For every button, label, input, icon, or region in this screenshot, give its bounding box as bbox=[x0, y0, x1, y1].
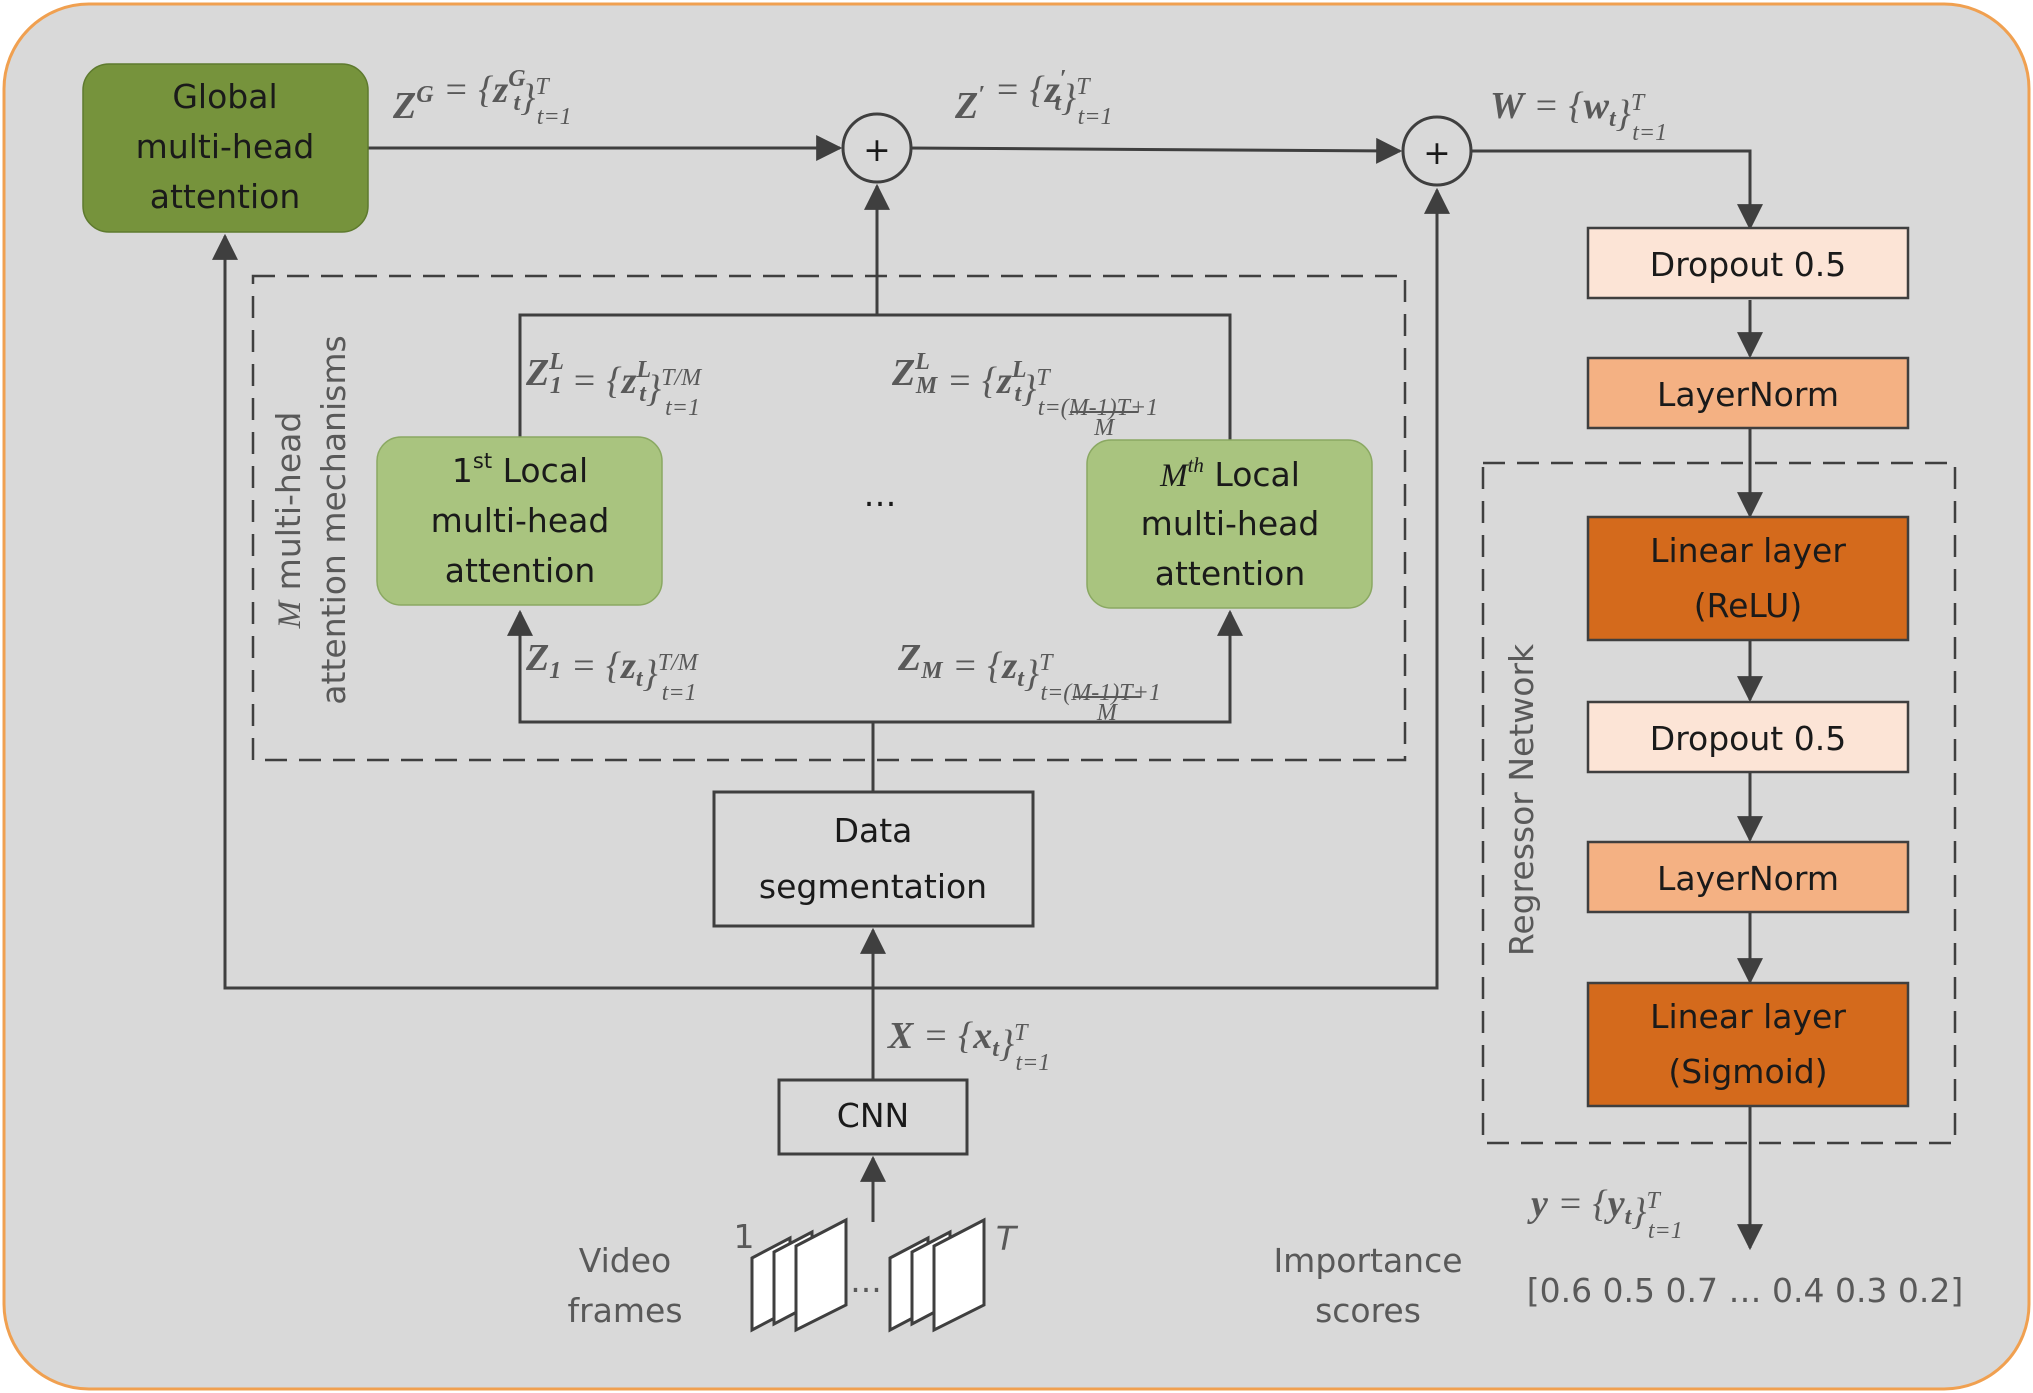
sum-node-1: + bbox=[841, 112, 913, 184]
svg-text:+: + bbox=[1423, 133, 1451, 172]
svg-text:CNN: CNN bbox=[837, 1096, 909, 1135]
edge-segmentation-to-mth bbox=[873, 609, 1243, 724]
svg-text:T: T bbox=[996, 1219, 1019, 1258]
svg-text:[0.6 0.5 0.7 … 0.4 0.3 0.2]: [0.6 0.5 0.7 … 0.4 0.3 0.2] bbox=[1527, 1271, 1964, 1310]
sum-node-2: + bbox=[1401, 115, 1473, 187]
mth-local-attention-node: Mth Local multi-head attention bbox=[1086, 439, 1373, 609]
svg-text:+: + bbox=[863, 130, 891, 169]
video-frames: Video frames ... 1 T bbox=[567, 1217, 1019, 1333]
svg-text:1: 1 bbox=[734, 1217, 755, 1256]
dropout-2-node: Dropout 0.5 bbox=[1586, 700, 1910, 774]
frame-stack-first bbox=[750, 1217, 848, 1333]
svg-text:Dropout 0.5: Dropout 0.5 bbox=[1650, 719, 1846, 758]
svg-text:Importance: Importance bbox=[1273, 1241, 1462, 1280]
svg-text:Global: Global bbox=[172, 77, 277, 116]
dropout-1-node: Dropout 0.5 bbox=[1586, 226, 1910, 300]
svg-text:(Sigmoid): (Sigmoid) bbox=[1668, 1052, 1827, 1091]
svg-text:multi-head: multi-head bbox=[1141, 504, 1320, 543]
edge-sum1-to-sum2 bbox=[904, 137, 1403, 164]
layernorm-2-node: LayerNorm bbox=[1586, 840, 1910, 914]
svg-text:attention: attention bbox=[445, 551, 596, 590]
svg-text:LayerNorm: LayerNorm bbox=[1657, 859, 1839, 898]
svg-text:scores: scores bbox=[1315, 1291, 1421, 1330]
svg-text:Linear layer: Linear layer bbox=[1650, 531, 1846, 570]
fraction-denominator-zm: M bbox=[1096, 700, 1119, 726]
svg-text:segmentation: segmentation bbox=[759, 867, 987, 906]
svg-text:Dropout 0.5: Dropout 0.5 bbox=[1650, 245, 1846, 284]
edge-segmentation-split bbox=[507, 609, 875, 792]
local-ellipsis: … bbox=[864, 475, 897, 514]
edge-local-combine-top bbox=[518, 313, 1232, 440]
linear-sigmoid-node: Linear layer (Sigmoid) bbox=[1586, 981, 1910, 1108]
data-segmentation-node: Data segmentation bbox=[712, 790, 1035, 928]
svg-text:Data: Data bbox=[834, 811, 913, 850]
svg-text:attention: attention bbox=[1155, 554, 1306, 593]
global-attention-node: Global multi-head attention bbox=[82, 63, 369, 233]
svg-text:Mth Local: Mth Local bbox=[1159, 453, 1300, 494]
edge-sum2-to-dropout bbox=[1466, 149, 1763, 231]
svg-text:Video: Video bbox=[579, 1241, 671, 1280]
svg-text:attention: attention bbox=[150, 177, 301, 216]
local-mechanisms-group bbox=[251, 274, 1407, 762]
layernorm-1-node: LayerNorm bbox=[1586, 356, 1910, 430]
cnn-node: CNN bbox=[777, 1078, 969, 1156]
edge-bypass-to-global bbox=[212, 233, 873, 990]
svg-text:multi-head: multi-head bbox=[136, 127, 315, 166]
edge-bypass-to-sum2 bbox=[873, 187, 1450, 990]
svg-text:1st Local: 1st Local bbox=[452, 449, 588, 490]
svg-text:Linear layer: Linear layer bbox=[1650, 997, 1846, 1036]
svg-text:(ReLU): (ReLU) bbox=[1694, 586, 1802, 625]
svg-text:LayerNorm: LayerNorm bbox=[1657, 375, 1839, 414]
svg-text:...: ... bbox=[850, 1261, 881, 1300]
importance-scores: Importance scores [0.6 0.5 0.7 … 0.4 0.3… bbox=[1273, 1241, 1963, 1330]
fraction-denominator-zml: M bbox=[1093, 415, 1116, 441]
first-local-attention-node: 1st Local multi-head attention bbox=[376, 436, 663, 606]
svg-text:frames: frames bbox=[567, 1291, 682, 1330]
local-mechanisms-label-line2: attention mechanisms bbox=[314, 335, 353, 704]
local-mechanisms-label: M multi-head bbox=[269, 412, 308, 630]
svg-text:multi-head: multi-head bbox=[431, 501, 610, 540]
linear-relu-node: Linear layer (ReLU) bbox=[1586, 515, 1910, 642]
frame-stack-last bbox=[888, 1217, 986, 1333]
regressor-network-label: Regressor Network bbox=[1502, 643, 1541, 956]
